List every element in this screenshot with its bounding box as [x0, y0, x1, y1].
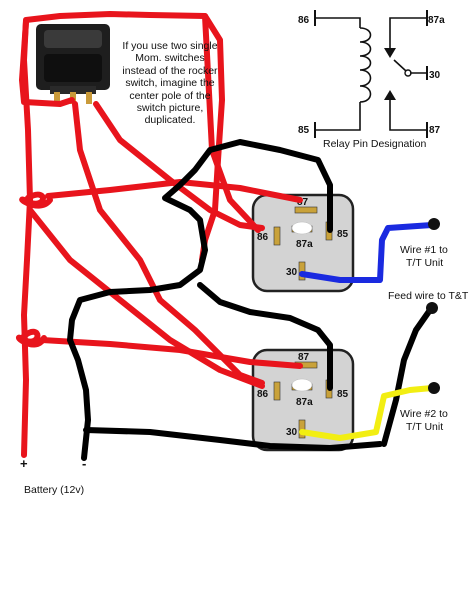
relay-1-pin-86: 86: [257, 232, 269, 243]
rocker-top-highlight: [44, 30, 102, 48]
legend-coil-icon: [359, 27, 372, 103]
switch-to-relay2-86: [72, 101, 265, 386]
feed-wire: [381, 307, 433, 447]
wire-2-label: Wire #2 to: [400, 408, 448, 420]
battery-plus: +: [20, 456, 28, 471]
rocker-switch: [36, 24, 110, 104]
legend-pivot-icon: [404, 69, 412, 77]
relay2-ground-loop: [197, 282, 333, 391]
feed-wire-label: Feed wire to T&T: [388, 290, 469, 302]
relay-2-pin-86: 86: [257, 389, 269, 400]
ground-bottom-run: [83, 427, 383, 451]
rocker-lower: [44, 54, 102, 82]
legend-coil-leads: [315, 17, 361, 131]
relay-1-pin-87a: 87a: [296, 239, 313, 250]
relay-1-pin-30: 30: [286, 267, 298, 278]
battery-minus: -: [82, 456, 86, 471]
legend-pin-85: 85: [298, 125, 310, 136]
trunk-right-to-relay1: [202, 13, 261, 233]
relay-1-pin-87-blade: [294, 206, 318, 214]
switch-note: If you use two single Mom. switches inst…: [122, 40, 218, 127]
wire-2-destination: T/T Unit: [406, 421, 444, 433]
switch-feed-wire: [19, 19, 75, 107]
splice-1: [19, 191, 53, 209]
relay-1-pin-85: 85: [337, 229, 349, 240]
splice-2: [15, 328, 47, 348]
relay-pin-legend: 86 87a 30 85 87: [298, 10, 445, 138]
relay-1-splice-blob: [291, 221, 313, 235]
rocker-base: [50, 86, 96, 94]
relay-2-pin-30: 30: [286, 427, 298, 438]
relay1-ground-loop: [67, 139, 333, 343]
relay-2-pin-86-blade: [273, 381, 281, 401]
relay-2-pin-87: 87: [298, 352, 310, 363]
battery-label: Battery (12v): [24, 484, 85, 496]
legend-pin-30: 30: [429, 70, 441, 81]
wire-1-terminal-dot: [428, 218, 440, 230]
switch-to-relay1-86: [93, 101, 265, 231]
ground-wires: [67, 139, 433, 461]
legend-pin-86: 86: [298, 15, 310, 26]
wire-2-terminal-dot: [428, 382, 440, 394]
relay-1-pin-87: 87: [297, 197, 309, 208]
wire-1-label: Wire #1 to: [400, 244, 448, 256]
relay-2-pin-87a: 87a: [296, 397, 313, 408]
relay-2-pin-85: 85: [337, 389, 349, 400]
relay-1-pin-86-blade: [273, 226, 281, 246]
feed-wire-terminal-dot: [426, 302, 438, 314]
positive-wires: [15, 11, 303, 458]
switch-terminal-right: [86, 92, 92, 104]
wire-splice2-to-relay2-87: [39, 337, 303, 369]
legend-title: Relay Pin Designation: [323, 138, 427, 150]
legend-pin-87a: 87a: [428, 15, 445, 26]
legend-contact-87: [389, 98, 427, 131]
ground-trunk: [67, 337, 91, 461]
legend-contact-87a: [389, 17, 427, 50]
legend-arrow-down: [384, 48, 396, 58]
wire-2: [299, 385, 435, 441]
relay-2-splice-blob: [291, 378, 313, 392]
legend-pin-87: 87: [429, 125, 441, 136]
wire-1-destination: T/T Unit: [406, 257, 444, 269]
legend-switch-arm: [393, 59, 407, 72]
legend-arrow-up: [384, 90, 396, 100]
switch-terminal-left: [54, 92, 60, 104]
wire-1: [299, 222, 435, 283]
trunk-to-relay2-lower: [27, 207, 265, 389]
